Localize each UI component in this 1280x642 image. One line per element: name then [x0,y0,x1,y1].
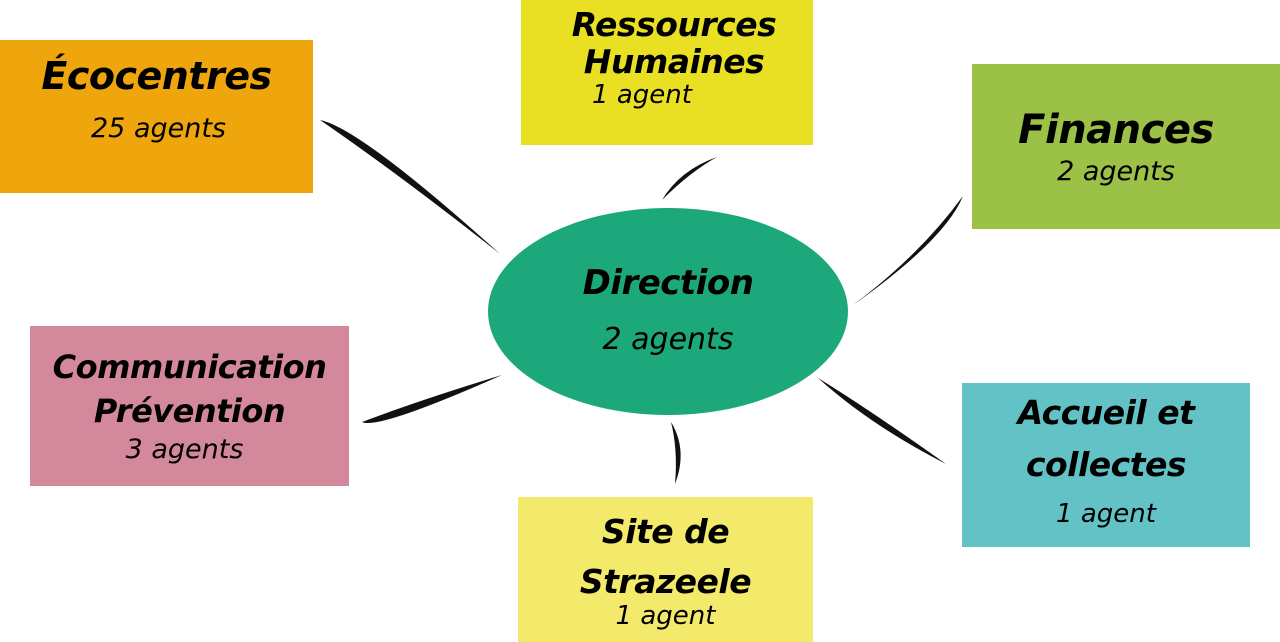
node-count: 1 agent [1056,499,1156,529]
connector-strazeele [671,422,681,484]
connector-communication [362,375,502,424]
center-count: 2 agents [602,321,734,357]
center-node-direction: Direction 2 agents [488,208,848,415]
connector-accueil [818,378,946,464]
connector-rh [662,157,717,200]
node-title: Finances [1018,106,1214,153]
node-finances: Finances 2 agents [972,64,1280,229]
node-count: 3 agents [125,434,244,465]
node-ressources-humaines: Ressources Humaines 1 agent [521,0,813,145]
node-title-line2: Strazeele [579,562,752,601]
node-count: 1 agent [592,80,692,110]
node-title: Écocentres [41,54,272,98]
node-ecocentres: Écocentres 25 agents [0,40,313,193]
node-count: 1 agent [615,601,716,631]
node-title-line2: collectes [1025,445,1187,484]
center-title: Direction [582,262,754,303]
node-count: 2 agents [1057,155,1175,187]
node-title-line2: Prévention [93,392,286,430]
node-title-line2: Humaines [583,42,765,81]
node-count: 25 agents [91,113,226,144]
node-communication-prevention: Communication Prévention 3 agents [30,326,349,486]
node-title-line1: Accueil et [1017,393,1195,432]
node-title-line1: Communication [52,348,327,386]
node-accueil-collectes: Accueil et collectes 1 agent [962,383,1250,547]
node-title-line1: Ressources [571,5,777,44]
connector-ecocentres [320,120,500,254]
node-site-strazeele: Site de Strazeele 1 agent [518,497,813,642]
node-title-line1: Site de [601,512,730,551]
connector-finances [853,196,963,305]
